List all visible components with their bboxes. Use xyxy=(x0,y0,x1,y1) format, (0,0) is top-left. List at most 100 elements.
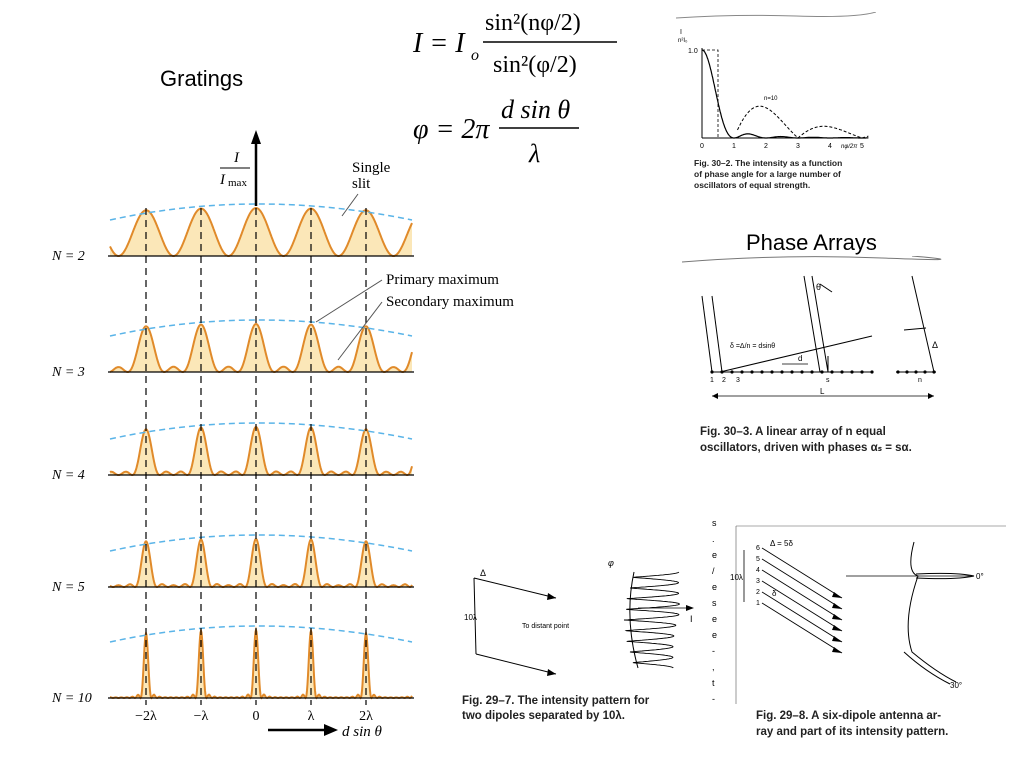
svg-text:δ: δ xyxy=(772,589,777,598)
svg-text:3: 3 xyxy=(736,377,740,384)
phase-arrays-title: Phase Arrays xyxy=(746,230,877,255)
intensity-denominator: sin²(φ/2) xyxy=(493,52,577,78)
svg-text:2: 2 xyxy=(756,589,760,596)
svg-text:θ: θ xyxy=(816,282,821,292)
row-curve-10 xyxy=(110,626,413,700)
row-fill-3 xyxy=(110,324,412,372)
envelope-3 xyxy=(109,319,413,337)
intensity-sub: o xyxy=(471,47,479,64)
row-curve-5 xyxy=(109,537,413,589)
row-label-3: N = 3 xyxy=(51,365,85,380)
fig-30-2-caption-1: Fig. 30–2. The intensity as a function xyxy=(694,158,843,168)
svg-text:s: s xyxy=(826,377,830,384)
svg-text:I: I xyxy=(680,29,682,36)
svg-text:5: 5 xyxy=(756,556,760,563)
row-label-10: N = 10 xyxy=(51,691,92,706)
svg-text:Δ: Δ xyxy=(932,340,938,350)
envelope-10 xyxy=(109,625,413,643)
fig-29-7-caption-1: Fig. 29–7. The intensity pattern for xyxy=(462,695,650,707)
svg-text:-: - xyxy=(712,694,715,704)
row-fill-5 xyxy=(110,539,412,587)
svg-text:3: 3 xyxy=(756,578,760,585)
svg-text:2: 2 xyxy=(722,377,726,384)
svg-text:,: , xyxy=(712,662,715,672)
fig-30-3-caption-1: Fig. 30–3. A linear array of n equal xyxy=(700,426,886,438)
svg-text:.: . xyxy=(712,534,715,544)
x-axis-label: d sin θ xyxy=(342,724,383,740)
svg-text:n²I₀: n²I₀ xyxy=(678,38,688,44)
svg-text:2: 2 xyxy=(764,143,768,150)
svg-text:4: 4 xyxy=(756,567,760,574)
phase-denominator: λ xyxy=(528,139,540,168)
row-label-2: N = 2 xyxy=(51,249,85,264)
svg-text:L: L xyxy=(820,387,825,396)
row-label-5: N = 5 xyxy=(51,580,85,595)
row-fill-2 xyxy=(110,208,412,256)
envelope-2 xyxy=(109,203,413,221)
svg-text:t: t xyxy=(712,678,715,688)
envelope-4 xyxy=(109,422,413,440)
intensity-lhs: I = I xyxy=(412,28,466,59)
intensity-equation: I = I o sin²(nφ/2) sin²(φ/2) xyxy=(412,10,617,78)
svg-text:6: 6 xyxy=(756,545,760,552)
fig-29-8-caption-1: Fig. 29–8. A six-dipole antenna ar- xyxy=(756,710,942,722)
secondary-maximum-label: Secondary maximum xyxy=(386,294,514,310)
svg-text:4: 4 xyxy=(828,143,832,150)
tick-3: λ xyxy=(308,709,315,724)
svg-text:Δ: Δ xyxy=(480,568,486,578)
svg-text:0: 0 xyxy=(700,143,704,150)
phase-equation: φ = 2π d sin θ λ xyxy=(413,95,579,168)
single-slit-label-1: Single xyxy=(352,160,391,176)
row-label-4: N = 4 xyxy=(51,468,85,483)
y-axis-label-den-sub: max xyxy=(228,177,247,189)
envelope-5 xyxy=(109,534,413,552)
row-curve-3 xyxy=(109,322,413,373)
svg-text:1: 1 xyxy=(710,377,714,384)
svg-text:1.0: 1.0 xyxy=(688,48,698,55)
x-axis-arrow xyxy=(324,724,338,736)
svg-text:s: s xyxy=(712,518,717,528)
y-axis-arrow xyxy=(251,130,261,144)
svg-text:1: 1 xyxy=(756,600,760,607)
svg-text:n=10: n=10 xyxy=(764,96,778,102)
svg-text:δ =Δ/n = dsinθ: δ =Δ/n = dsinθ xyxy=(730,343,775,350)
svg-text:s: s xyxy=(712,598,717,608)
svg-text:1: 1 xyxy=(732,143,736,150)
fig-30-2-caption-2: of phase angle for a large number of xyxy=(694,169,841,179)
svg-text:nφ/2π: nφ/2π xyxy=(841,144,858,150)
tick-1: −λ xyxy=(194,709,209,724)
fig-30-3-diagram: θ δ =Δ/n = dsinθ Δ d 1 2 3 s n L xyxy=(681,255,942,399)
svg-text:10λ: 10λ xyxy=(464,613,477,622)
row-fill-4 xyxy=(110,427,412,475)
primary-maximum-label: Primary maximum xyxy=(386,272,499,288)
svg-text:φ: φ xyxy=(608,558,614,568)
grating-figure: N = 2N = 3N = 4N = 5N = 10 I I max Singl… xyxy=(51,130,514,740)
fig-29-7: Δ 10λ To distant point φ I Fig. 29–7. Th… xyxy=(458,548,708,728)
tick-2: 0 xyxy=(253,709,260,724)
svg-text:10λ: 10λ xyxy=(730,573,743,582)
fig-30-3: θ δ =Δ/n = dsinθ Δ d 1 2 3 s n L Fig. 30… xyxy=(681,255,952,466)
svg-text:e: e xyxy=(712,550,717,560)
tick-4: 2λ xyxy=(359,709,373,724)
svg-text:3: 3 xyxy=(796,143,800,150)
equations: I = I o sin²(nφ/2) sin²(φ/2) φ = 2π d si… xyxy=(412,10,617,168)
fig-29-7-diagram: Δ 10λ To distant point φ I xyxy=(464,558,694,676)
svg-text:5: 5 xyxy=(860,143,864,150)
fig-30-2: I n²I₀ 1.0 n=10 0 1 2 3 4 5 nφ/2π Fig. 30–2. … xyxy=(675,11,877,202)
svg-text:0°: 0° xyxy=(976,572,984,581)
fig-30-3-caption-2: oscillators, driven with phases αₛ = sα. xyxy=(700,442,912,454)
row-curve-2 xyxy=(109,207,413,257)
svg-text:d: d xyxy=(798,354,802,363)
fig-29-7-caption-2: two dipoles separated by 10λ. xyxy=(462,710,625,722)
grating-rows: N = 2 N = 3 N = 4 N = 5 N = 10 xyxy=(51,203,414,706)
svg-text:Δ = 5δ: Δ = 5δ xyxy=(770,539,793,548)
fig-30-2-plot: I n²I₀ 1.0 n=10 0 1 2 3 4 5 nφ/2π xyxy=(675,11,877,150)
phase-lhs: φ = 2π xyxy=(413,114,490,145)
svg-text:e: e xyxy=(712,630,717,640)
y-axis-label-den: I xyxy=(219,172,226,188)
svg-text:30°: 30° xyxy=(950,681,962,690)
svg-text:/: / xyxy=(712,566,715,576)
svg-text:n: n xyxy=(918,377,922,384)
